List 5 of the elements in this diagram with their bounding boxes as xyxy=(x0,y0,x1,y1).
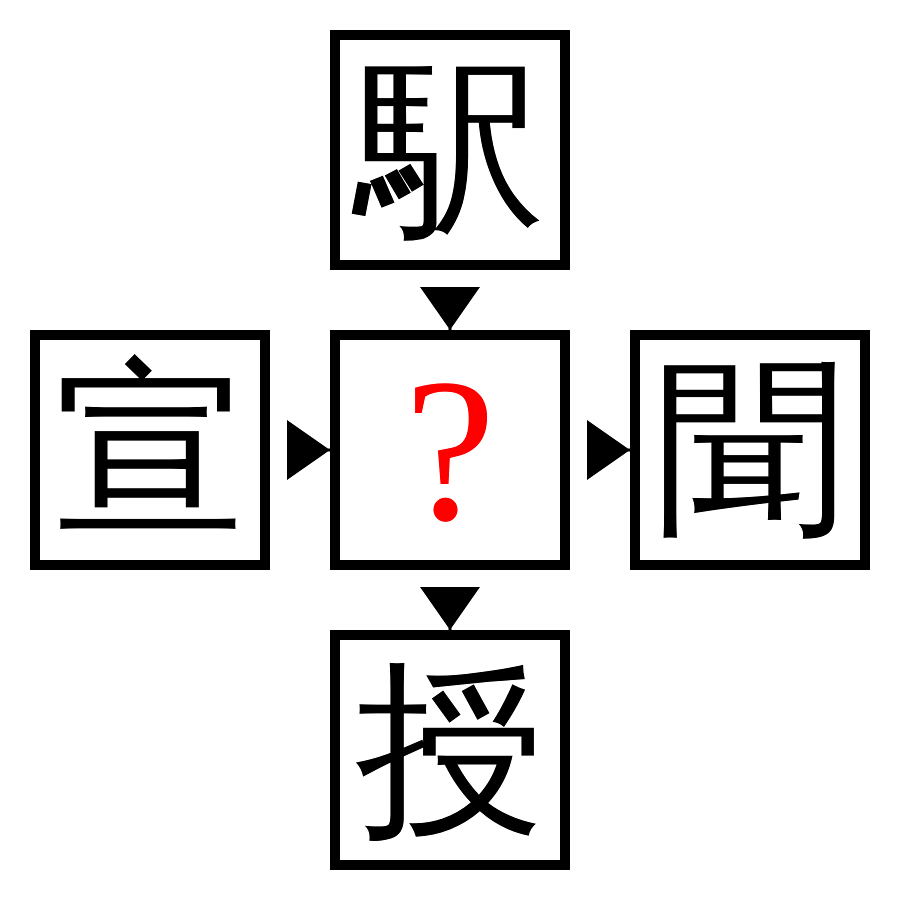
character-box: 駅 xyxy=(330,30,570,270)
character-box: 宣 xyxy=(30,330,270,570)
question-box: ? xyxy=(330,330,570,570)
character-box: 聞 xyxy=(630,330,870,570)
character-box: 授 xyxy=(330,630,570,870)
